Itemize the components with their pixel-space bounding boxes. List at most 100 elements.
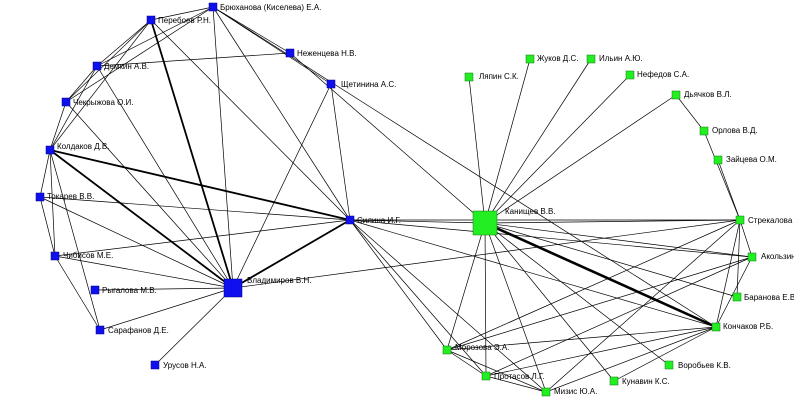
edge-bryukhanova-pereboev: [150, 6, 214, 21]
node-nezhentseva[interactable]: [285, 48, 295, 58]
node-vladimirov[interactable]: [223, 278, 243, 298]
edge-strekalova-akolzin: [739, 219, 753, 258]
edge-pereboev-silina: [150, 19, 351, 221]
node-label-pereboev: Перебоев Р.Н.: [158, 16, 211, 25]
node-demkin[interactable]: [92, 61, 102, 71]
edge-silina-protasov: [349, 219, 487, 377]
node-orlova[interactable]: [699, 126, 709, 136]
edge-chibisov-silina: [54, 219, 351, 257]
edge-kanishchev-morozova: [446, 222, 486, 351]
edge-kanishchev-lyapin: [468, 76, 486, 224]
edge-kanishchev-ilin: [484, 58, 592, 224]
edge-shchetinina-vladimirov: [232, 83, 332, 289]
node-label-koldakov: Колдаков Д.В.: [57, 142, 109, 151]
edge-bryukhanova-silina: [212, 6, 351, 221]
edges-layer: [39, 6, 753, 393]
node-label-nezhentseva: Неженцева Н.В.: [297, 49, 357, 58]
node-nefedov[interactable]: [625, 70, 635, 80]
edge-koldakov-sarafanov: [49, 149, 101, 331]
node-label-ilin: Ильин А.Ю.: [599, 54, 643, 63]
node-label-bryukhanova: Брюханова (Киселева) Е.А.: [220, 3, 321, 12]
edge-kanishchev-protasov: [484, 222, 487, 377]
node-konchakov[interactable]: [711, 322, 721, 332]
node-label-nefedov: Нефедов С.А.: [637, 70, 689, 79]
node-sarafanov[interactable]: [95, 325, 105, 335]
edge-kanishchev-mizis: [484, 222, 547, 393]
edge-bryukhanova-chekryzhova: [65, 6, 214, 103]
edge-bryukhanova-konchakov: [212, 6, 717, 328]
edge-chibisov-sarafanov: [54, 255, 101, 331]
edge-pereboev-demkin: [96, 19, 152, 67]
node-label-vorobyev: Воробьев К.В.: [678, 361, 731, 370]
node-ilin[interactable]: [586, 54, 596, 64]
edge-nezhentseva-kanishchev: [289, 52, 486, 224]
edge-konchakov-mizis: [545, 326, 717, 393]
node-label-strekalova: Стрекалова Е: [748, 216, 794, 225]
edge-silina-mizis: [349, 219, 547, 393]
node-tokarev[interactable]: [35, 192, 45, 202]
node-morozova[interactable]: [442, 345, 452, 355]
edge-silina-vladimirov: [232, 219, 351, 289]
edge-strekalova-morozova: [446, 219, 741, 351]
edge-tokarev-silina: [39, 196, 351, 221]
edge-koldakov-tokarev: [39, 149, 51, 198]
node-rygalova[interactable]: [90, 285, 100, 295]
node-label-chekryzhova: Чекрыжова О.И.: [73, 98, 134, 107]
node-mizis[interactable]: [541, 387, 551, 397]
edge-pereboev-koldakov: [49, 19, 152, 151]
node-chekryzhova[interactable]: [61, 97, 71, 107]
edge-silina-morozova: [349, 219, 448, 351]
node-chibisov[interactable]: [50, 251, 60, 261]
node-label-konchakov: Кончаков Р.Б.: [723, 322, 773, 331]
edge-tokarev-vladimirov: [39, 196, 234, 289]
edge-silina-akolzin: [349, 219, 753, 258]
node-zhukov[interactable]: [525, 54, 535, 64]
edge-pereboev-chekryzhova: [65, 19, 152, 103]
node-label-zhukov: Жуков Д.С.: [537, 54, 578, 63]
edge-konchakov-kunavin: [613, 326, 717, 382]
edge-protasov-mizis: [485, 375, 547, 393]
node-label-silina: Силина И.Г.: [357, 216, 401, 225]
edge-silina-kanishchev: [349, 219, 486, 224]
node-shchetinina[interactable]: [326, 79, 336, 89]
node-label-demkin: Демкин А.В.: [104, 62, 149, 71]
node-kunavin[interactable]: [609, 376, 619, 386]
edge-rygalova-vladimirov: [94, 287, 234, 291]
edge-kanishchev-konchakov: [484, 221, 717, 329]
edge-konchakov-protasov: [485, 326, 717, 377]
node-strekalova[interactable]: [735, 215, 745, 225]
node-pereboev[interactable]: [146, 15, 156, 25]
node-zaitseva[interactable]: [713, 155, 723, 165]
edge-demkin-chekryzhova: [65, 65, 98, 103]
edge-bryukhanova-demkin: [96, 6, 214, 67]
node-baranova[interactable]: [732, 292, 742, 302]
edge-kanishchev-vorobyev: [484, 222, 670, 366]
nodes-layer: [35, 2, 757, 397]
node-label-tokarev: Токарев В.В.: [47, 192, 94, 201]
node-label-lyapin: Ляпин С.К.: [479, 72, 519, 81]
node-kanishchev[interactable]: [472, 210, 498, 236]
edge-orlova-strekalova: [703, 130, 741, 221]
node-bryukhanova[interactable]: [208, 2, 218, 12]
node-label-zaitseva: Зайцева О.М.: [726, 155, 777, 164]
labels-layer: Брюханова (Киселева) Е.А. Перебоев Р.Н. Не…: [47, 3, 794, 396]
edge-silina-konchakov: [349, 219, 717, 328]
node-protasov[interactable]: [481, 371, 491, 381]
node-silina[interactable]: [345, 215, 355, 225]
edge-demkin-koldakov: [49, 65, 98, 151]
node-label-rygalova: Рыгалова М.В.: [102, 286, 157, 295]
node-dyachkov[interactable]: [671, 90, 681, 100]
edge-chibisov-vladimirov: [54, 255, 234, 289]
edge-strekalova-konchakov: [715, 219, 741, 328]
node-koldakov[interactable]: [45, 145, 55, 155]
edge-tokarev-chibisov: [39, 196, 56, 257]
node-urusov[interactable]: [150, 360, 160, 370]
node-label-shchetinina: Щетинина А.С.: [341, 80, 396, 89]
edge-bryukhanova-nezhentseva: [212, 6, 291, 54]
node-lyapin[interactable]: [464, 72, 474, 82]
node-vorobyev[interactable]: [664, 360, 674, 370]
edge-shchetinina-silina: [330, 83, 351, 221]
edge-morozova-protasov: [446, 349, 487, 377]
edge-konchakov-morozova: [446, 326, 717, 351]
node-akolzin[interactable]: [747, 252, 757, 262]
